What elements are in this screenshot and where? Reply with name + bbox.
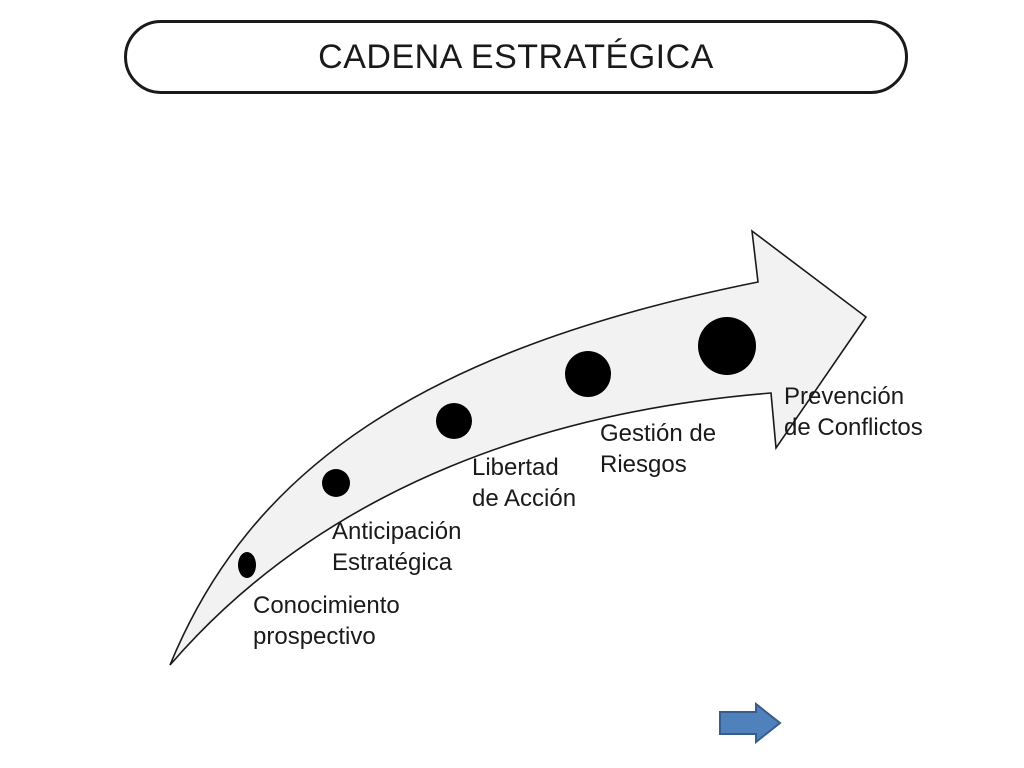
page-title: CADENA ESTRATÉGICA bbox=[318, 37, 714, 76]
step-label-line: Prevención bbox=[784, 383, 905, 410]
title-banner: CADENA ESTRATÉGICA bbox=[124, 20, 908, 94]
next-slide-button[interactable] bbox=[718, 701, 782, 745]
step-label-line: de Acción bbox=[472, 485, 577, 512]
step-dot-1 bbox=[238, 552, 256, 578]
step-label-line: Anticipación bbox=[332, 518, 462, 545]
right-arrow-icon bbox=[719, 701, 782, 745]
step-dot-2 bbox=[322, 469, 350, 497]
step-dot-3 bbox=[436, 403, 472, 439]
step-dot-4 bbox=[565, 351, 611, 397]
step-label-line: Conocimiento bbox=[253, 592, 400, 619]
step-label-line: prospectivo bbox=[253, 623, 376, 650]
step-label-libertad: Libertad de Acción bbox=[472, 452, 576, 514]
step-label-line: Riesgos bbox=[600, 451, 687, 478]
curved-arrow bbox=[169, 229, 868, 666]
step-label-line: de Conflictos bbox=[784, 414, 923, 441]
step-label-line: Estratégica bbox=[332, 549, 453, 576]
step-label-prevencion: Prevención de Conflictos bbox=[784, 381, 923, 443]
step-dot-5 bbox=[698, 317, 756, 375]
step-label-conocimiento: Conocimiento prospectivo bbox=[253, 590, 400, 652]
step-label-anticipacion: Anticipación Estratégica bbox=[332, 516, 461, 578]
step-label-line: Libertad bbox=[472, 454, 559, 481]
step-label-gestion: Gestión de Riesgos bbox=[600, 418, 716, 480]
step-label-line: Gestión de bbox=[600, 420, 717, 447]
